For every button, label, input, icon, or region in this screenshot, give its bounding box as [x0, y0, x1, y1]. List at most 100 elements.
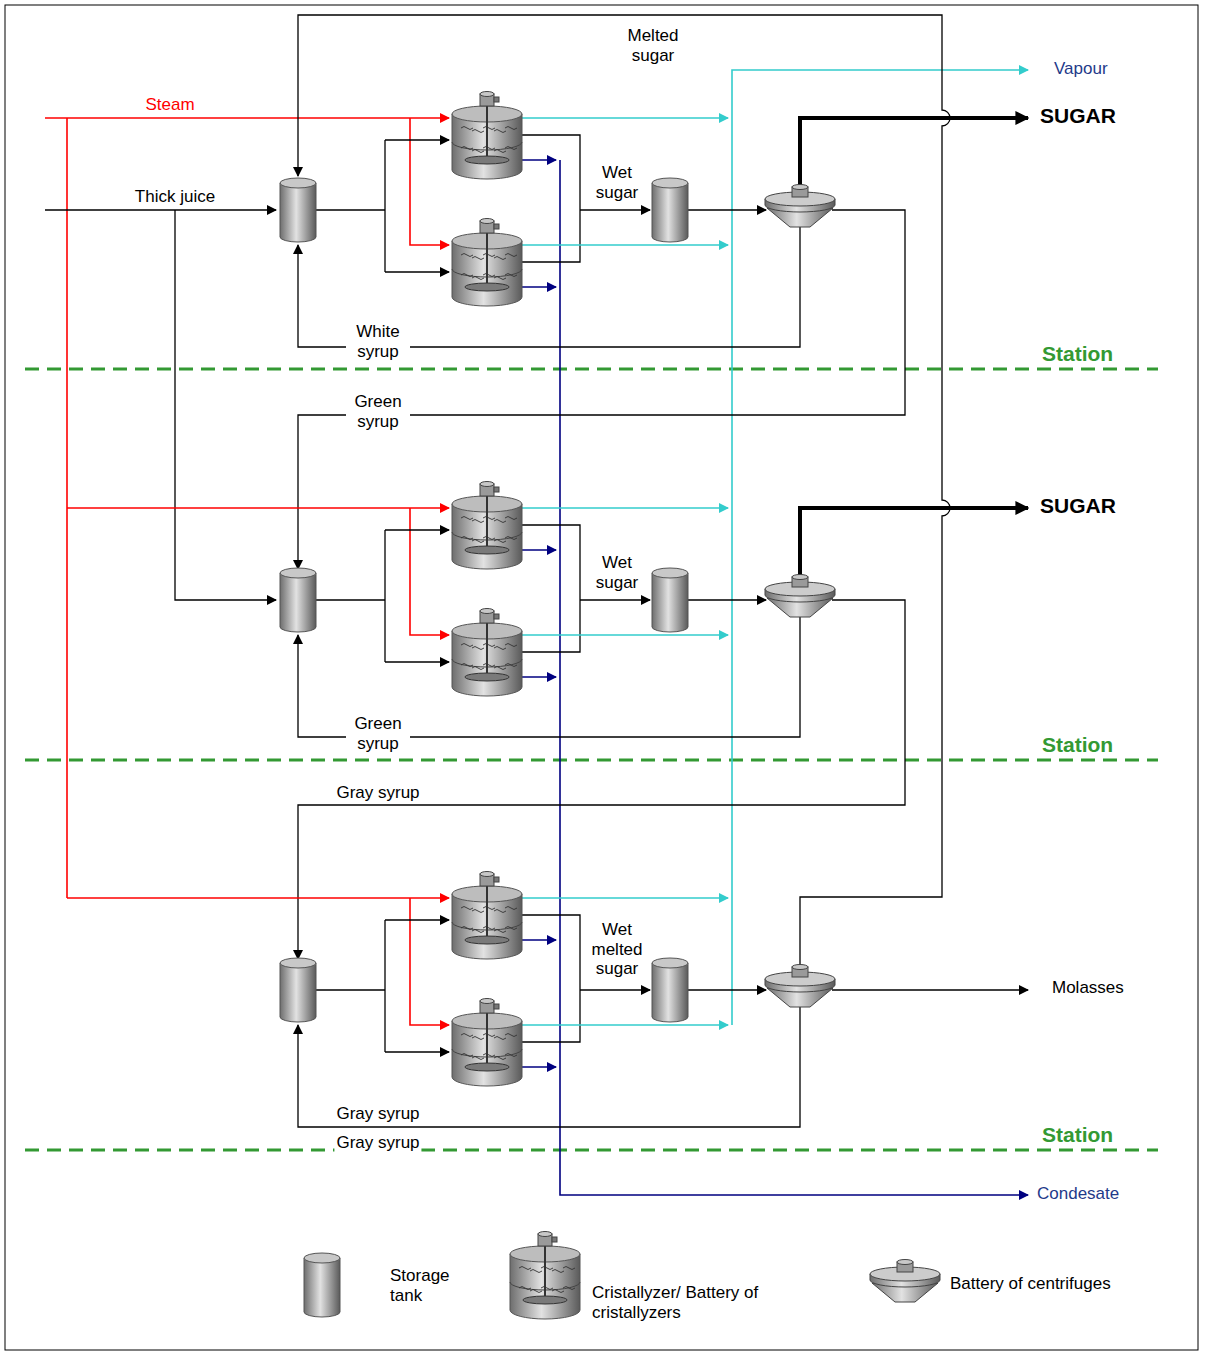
motor-nub — [494, 487, 499, 492]
steam-pipe — [410, 508, 449, 635]
steam-pipe — [67, 897, 449, 899]
motor-top — [480, 609, 494, 614]
mixing-mark — [461, 1034, 473, 1037]
stream-label: Green syrup — [346, 714, 410, 753]
tank-top — [280, 568, 316, 578]
vapour-pipe — [522, 897, 728, 899]
steam-pipe — [410, 898, 449, 1025]
storage-tank — [280, 568, 316, 632]
stream-label: Wet sugar — [589, 553, 645, 592]
mixing-mark — [552, 1290, 564, 1293]
mixing-mark — [505, 127, 517, 130]
condensate-pipe — [522, 549, 556, 551]
tank-top — [280, 958, 316, 968]
mixing-mark — [461, 927, 473, 930]
stream-label: Steam — [143, 95, 196, 115]
mixing-mark — [483, 254, 495, 257]
mixing-mark — [494, 130, 506, 133]
sugar-pipe — [800, 118, 1028, 185]
tank-body — [280, 963, 316, 1022]
mixing-mark — [494, 930, 506, 933]
tank-top — [652, 958, 688, 968]
motor-nub — [494, 224, 499, 229]
tank-body — [652, 963, 688, 1022]
crystallizer — [452, 609, 522, 697]
mixing-mark — [494, 257, 506, 260]
feed-pipe — [688, 209, 766, 210]
vapour-pipe — [522, 634, 728, 636]
equipment — [280, 92, 940, 1320]
feed-pipe — [385, 661, 449, 662]
mixing-mark — [483, 927, 495, 930]
mixing-mark — [461, 147, 473, 150]
tank-top — [652, 568, 688, 578]
tank-top — [304, 1253, 340, 1263]
steam-pipe — [45, 117, 449, 119]
stream-label: Melted sugar — [616, 26, 690, 65]
centrifuge-motor-top — [792, 185, 808, 190]
vapour-pipe — [522, 117, 728, 119]
feed-pipe — [385, 919, 449, 920]
juice-pipe — [175, 210, 276, 600]
agitator-blade — [465, 283, 509, 291]
legend-text: Cristallyzer/ Battery of cristallyzers — [592, 1283, 832, 1324]
centrifuge — [765, 965, 835, 1008]
mixing-mark — [472, 150, 484, 153]
motor-nub — [552, 1237, 557, 1242]
mixing-mark — [552, 1270, 564, 1273]
condensate-pipe — [522, 286, 556, 288]
mixing-mark — [461, 254, 473, 257]
condensate-pipe — [522, 676, 556, 678]
feed-pipe — [385, 271, 449, 272]
massecuite-pipe — [580, 599, 650, 600]
mixing-mark — [461, 274, 473, 277]
station-label: Station — [1040, 342, 1115, 366]
massecuite-pipe — [522, 135, 580, 262]
melted-sugar-pipe — [298, 15, 950, 965]
mixing-mark — [472, 540, 484, 543]
mixing-mark — [472, 520, 484, 523]
mixing-mark — [483, 517, 495, 520]
crystallizer — [452, 92, 522, 180]
mixing-mark — [530, 1290, 542, 1293]
mixing-mark — [494, 1057, 506, 1060]
agitator-shaft — [544, 1242, 546, 1304]
mixing-mark — [505, 907, 517, 910]
stream-label: Green syrup — [346, 392, 410, 431]
vapour-pipe — [522, 1024, 728, 1026]
motor-top — [480, 219, 494, 224]
motor-top — [480, 92, 494, 97]
feed-pipe — [384, 140, 385, 272]
syrup-pipe — [298, 210, 905, 569]
centrifuge-motor-top — [792, 575, 808, 580]
condensate-pipe — [522, 939, 556, 941]
feed-pipe — [385, 139, 449, 140]
mixing-mark — [505, 927, 517, 930]
feed-pipe — [384, 530, 385, 662]
agitator-shaft — [486, 619, 488, 681]
mixing-mark — [494, 647, 506, 650]
mixing-mark — [461, 644, 473, 647]
mixing-mark — [505, 1054, 517, 1057]
sugar-pipe — [800, 508, 1028, 575]
motor-nub — [494, 1004, 499, 1009]
massecuite-pipe — [580, 209, 650, 210]
mixing-mark — [494, 1037, 506, 1040]
stream-label: Condesate — [1035, 1184, 1121, 1204]
stream-label: Gray syrup — [334, 1104, 421, 1124]
mixing-mark — [541, 1267, 553, 1270]
mixing-mark — [483, 274, 495, 277]
motor-top — [480, 999, 494, 1004]
mixing-mark — [461, 1054, 473, 1057]
mixing-mark — [472, 1057, 484, 1060]
mixing-mark — [472, 647, 484, 650]
mixing-mark — [505, 274, 517, 277]
mixing-mark — [483, 537, 495, 540]
mixing-mark — [461, 537, 473, 540]
stream-label: Wet melted sugar — [584, 920, 650, 979]
storage-tank — [280, 178, 316, 242]
mixing-mark — [461, 127, 473, 130]
mixing-mark — [505, 644, 517, 647]
agitator-shaft — [486, 1009, 488, 1071]
vapour-pipe — [522, 507, 728, 509]
